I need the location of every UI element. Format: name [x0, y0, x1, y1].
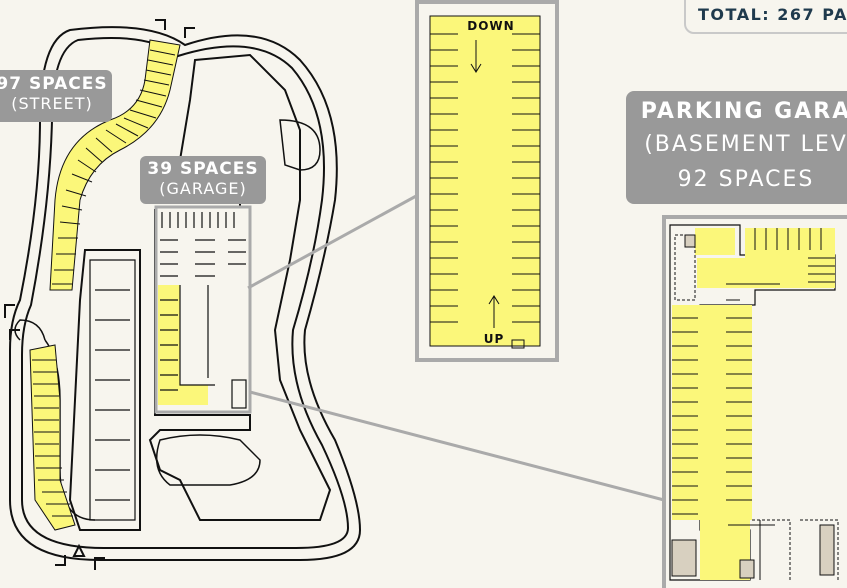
- basement-garage-label: PARKING GARA (BASEMENT LEV 92 SPACES: [626, 91, 847, 204]
- ramp-down-label: DOWN: [467, 19, 514, 33]
- street-type: (STREET): [11, 94, 93, 113]
- garage-type: (GARAGE): [159, 179, 247, 198]
- basement-inset: [662, 215, 847, 588]
- street-count: 97 SPACES: [0, 74, 108, 94]
- inset-connectors: [247, 193, 665, 502]
- ramp-up-label: UP: [484, 332, 505, 346]
- street-parking-label: 97 SPACES (STREET): [0, 70, 112, 122]
- basement-level: (BASEMENT LEV: [644, 132, 847, 157]
- total-spaces-banner: TOTAL: 267 PA: [684, 0, 847, 34]
- street-stall-lines: [32, 49, 176, 517]
- ramp-inset: DOWN UP: [415, 0, 559, 362]
- street-parking: [29, 39, 181, 531]
- site-garage: [154, 205, 252, 414]
- garage-count: 39 SPACES: [147, 159, 259, 179]
- basement-title: PARKING GARA: [640, 99, 847, 124]
- basement-count: 92 SPACES: [677, 167, 815, 192]
- entrance-arrows: [4, 19, 195, 570]
- garage-parking-label: 39 SPACES (GARAGE): [140, 156, 266, 204]
